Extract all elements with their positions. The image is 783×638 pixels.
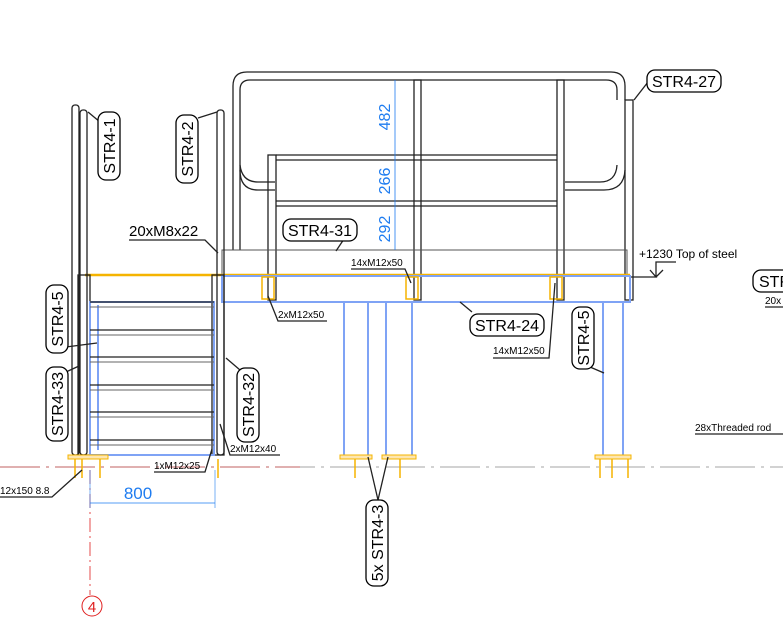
platform-beam	[85, 249, 631, 303]
callout-threaded-rod: 28xThreaded rod	[695, 423, 783, 435]
tag-str4-24: STR4-24	[459, 301, 545, 337]
svg-text:14xM12x50: 14xM12x50	[493, 346, 545, 357]
tag-str4-3: 5x STR4-3	[365, 456, 389, 587]
tag-str4-5-right: STR4-5	[571, 306, 605, 374]
svg-text:STR4-5: STR4-5	[576, 310, 593, 365]
stair	[67, 104, 225, 478]
svg-text:STR4-1: STR4-1	[102, 118, 119, 173]
svg-text:STR: STR	[759, 274, 783, 291]
svg-text:28xThreaded rod: 28xThreaded rod	[695, 423, 771, 434]
tag-str-partial: STR	[752, 269, 783, 293]
grid-axis-label: 4	[88, 599, 96, 616]
callout-14xm12x50-bottom: 14xM12x50	[493, 282, 556, 359]
callout-20x-partial: 20x	[765, 296, 783, 308]
callout-2xm12x50: 2xM12x50	[267, 295, 327, 322]
callout-2xm12x40: 2xM12x40	[219, 423, 280, 456]
svg-text:5x STR4-3: 5x STR4-3	[370, 505, 387, 582]
callout-20xm8x22: 20xM8x22	[129, 223, 219, 254]
svg-text:STR4-33: STR4-33	[50, 372, 67, 436]
dim-800: 800	[124, 484, 152, 503]
tag-str4-1: STR4-1	[87, 111, 121, 181]
callout-1xm12x25: 1xM12x25	[154, 448, 213, 473]
dim-482: 482	[377, 104, 394, 131]
callout-m12x150: 12x150 8.8	[0, 469, 83, 498]
width-dimension: 800	[89, 470, 216, 508]
tag-str4-32: STR4-32	[225, 357, 260, 443]
svg-text:14xM12x50: 14xM12x50	[351, 258, 403, 269]
svg-text:+1230 Top of steel: +1230 Top of steel	[639, 247, 737, 261]
svg-text:12x150 8.8: 12x150 8.8	[0, 486, 50, 497]
dim-292: 292	[377, 216, 394, 243]
platform-handrail	[232, 71, 634, 301]
svg-text:STR4-24: STR4-24	[475, 318, 539, 335]
svg-text:20xM8x22: 20xM8x22	[129, 223, 198, 240]
svg-text:20x: 20x	[765, 296, 781, 307]
tag-str4-27: STR4-27	[633, 69, 722, 101]
svg-text:1xM12x25: 1xM12x25	[154, 461, 201, 472]
svg-text:STR4-2: STR4-2	[180, 121, 197, 176]
dim-266: 266	[377, 168, 394, 195]
level-marker-top-of-steel: +1230 Top of steel	[631, 247, 737, 278]
svg-text:STR4-27: STR4-27	[652, 74, 716, 91]
grid-bubble	[81, 595, 103, 617]
svg-text:STR4-5: STR4-5	[50, 291, 67, 346]
columns	[339, 301, 632, 478]
callout-14xm12x50-top: 14xM12x50	[351, 258, 412, 284]
tag-str4-33: STR4-33	[45, 365, 80, 442]
height-dimensions: 482 266 292	[377, 80, 396, 250]
tag-str4-5-left: STR4-5	[45, 284, 98, 354]
svg-text:2xM12x40: 2xM12x40	[230, 444, 277, 455]
svg-text:STR4-31: STR4-31	[288, 223, 352, 240]
tag-str4-31: STR4-31	[282, 218, 358, 252]
tag-str4-2: STR4-2	[175, 111, 218, 184]
svg-text:2xM12x50: 2xM12x50	[278, 310, 325, 321]
svg-text:STR4-32: STR4-32	[241, 373, 258, 437]
